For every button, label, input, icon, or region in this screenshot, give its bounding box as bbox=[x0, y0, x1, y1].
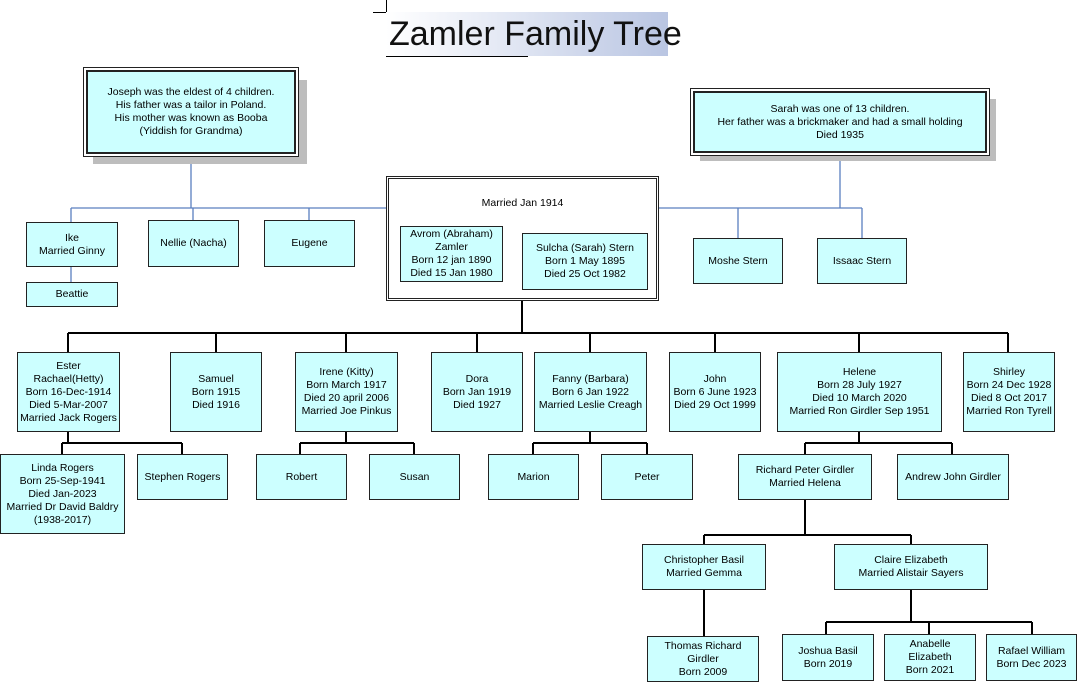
person-avrom[interactable]: Avrom (Abraham) Zamler Born 12 jan 1890 … bbox=[400, 226, 503, 282]
title-underline bbox=[386, 56, 528, 57]
person-susan[interactable]: Susan bbox=[369, 454, 460, 500]
title-decor-line bbox=[373, 12, 393, 13]
person-samuel[interactable]: Samuel Born 1915 Died 1916 bbox=[170, 352, 262, 432]
person-nellie[interactable]: Nellie (Nacha) bbox=[148, 220, 239, 267]
person-john[interactable]: John Born 6 June 1923 Died 29 Oct 1999 bbox=[669, 352, 761, 432]
person-robert[interactable]: Robert bbox=[256, 454, 347, 500]
person-richard[interactable]: Richard Peter Girdler Married Helena bbox=[738, 454, 872, 500]
person-joshua[interactable]: Joshua Basil Born 2019 bbox=[782, 634, 874, 681]
person-ike[interactable]: Ike Married Ginny bbox=[26, 222, 118, 267]
person-irene[interactable]: Irene (Kitty) Born March 1917 Died 20 ap… bbox=[295, 352, 398, 432]
person-rafael[interactable]: Rafael William Born Dec 2023 bbox=[986, 634, 1077, 681]
person-thomas[interactable]: Thomas Richard Girdler Born 2009 bbox=[647, 636, 759, 682]
person-andrew[interactable]: Andrew John Girdler bbox=[897, 454, 1009, 500]
person-christopher[interactable]: Christopher Basil Married Gemma bbox=[642, 544, 766, 590]
person-eugene[interactable]: Eugene bbox=[264, 220, 355, 267]
person-moshe[interactable]: Moshe Stern bbox=[693, 238, 783, 284]
person-ester[interactable]: Ester Rachael(Hetty) Born 16-Dec-1914 Di… bbox=[17, 352, 120, 432]
note-joseph: Joseph was the eldest of 4 children. His… bbox=[86, 70, 296, 154]
person-beattie[interactable]: Beattie bbox=[26, 282, 118, 307]
married-date-label: Married Jan 1914 bbox=[481, 197, 564, 209]
note-sarah: Sarah was one of 13 children. Her father… bbox=[693, 91, 987, 153]
person-fanny[interactable]: Fanny (Barbara) Born 6 Jan 1922 Married … bbox=[534, 352, 647, 432]
person-helene[interactable]: Helene Born 28 July 1927 Died 10 March 2… bbox=[777, 352, 942, 432]
person-stephen[interactable]: Stephen Rogers bbox=[137, 454, 228, 500]
person-anabelle[interactable]: Anabelle Elizabeth Born 2021 bbox=[884, 634, 976, 681]
person-peter[interactable]: Peter bbox=[601, 454, 693, 500]
person-marion[interactable]: Marion bbox=[488, 454, 579, 500]
person-claire[interactable]: Claire Elizabeth Married Alistair Sayers bbox=[834, 544, 988, 590]
person-sulcha[interactable]: Sulcha (Sarah) Stern Born 1 May 1895 Die… bbox=[522, 233, 648, 290]
person-dora[interactable]: Dora Born Jan 1919 Died 1927 bbox=[431, 352, 523, 432]
person-linda[interactable]: Linda Rogers Born 25-Sep-1941 Died Jan-2… bbox=[0, 454, 125, 534]
person-issaac[interactable]: Issaac Stern bbox=[817, 238, 907, 284]
page-title: Zamler Family Tree bbox=[386, 12, 682, 56]
person-shirley[interactable]: Shirley Born 24 Dec 1928 Died 8 Oct 2017… bbox=[963, 352, 1055, 432]
